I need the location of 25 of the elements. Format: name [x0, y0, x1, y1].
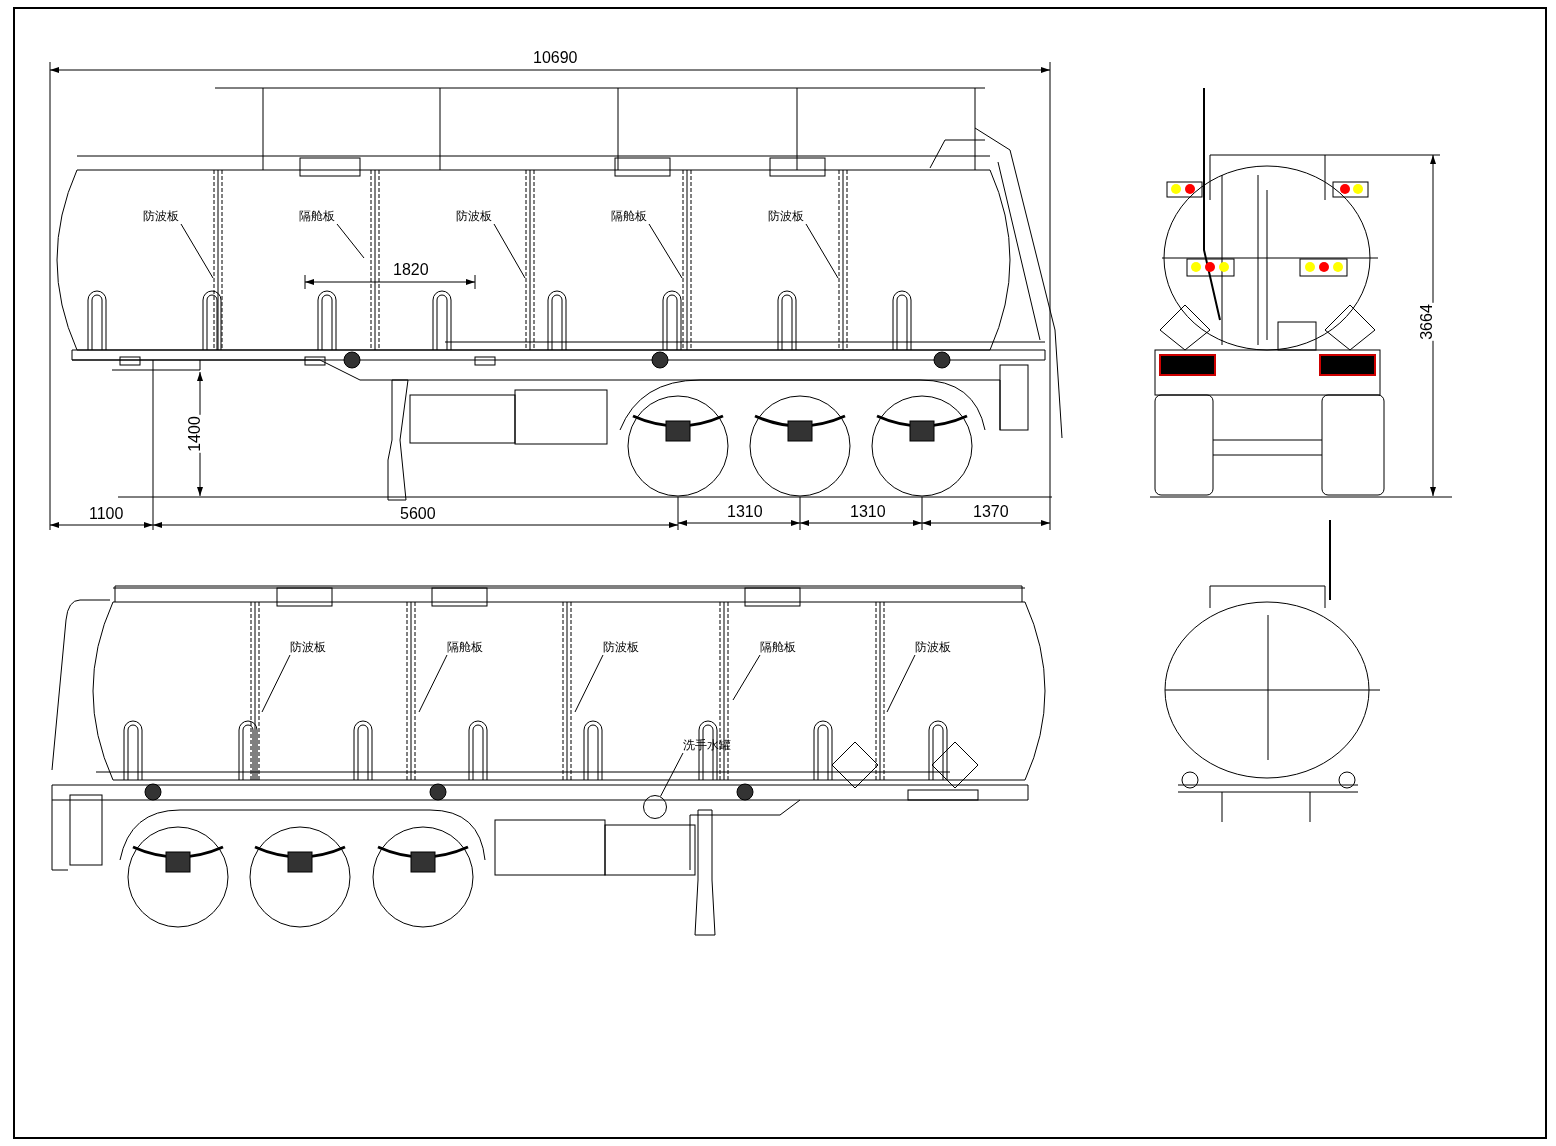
part-label: 隔舱板 [299, 209, 337, 224]
part-label: 防波板 [456, 209, 494, 224]
dimension-text: 1400 [185, 415, 204, 453]
part-label: 防波板 [603, 640, 641, 655]
leader-line [493, 223, 526, 279]
leader-line [180, 223, 214, 279]
leader-line [336, 223, 365, 259]
leader-line [574, 654, 604, 713]
leader-line [418, 654, 448, 713]
leader-line [732, 654, 761, 701]
leader-line [648, 223, 683, 279]
part-label: 洗手水罐 [683, 738, 733, 753]
leader-line [660, 752, 684, 797]
leader-line [805, 223, 839, 279]
part-label: 防波板 [290, 640, 328, 655]
part-label: 隔舱板 [611, 209, 649, 224]
water-tank-circle [643, 795, 667, 819]
part-label: 防波板 [143, 209, 181, 224]
part-label: 防波板 [915, 640, 953, 655]
part-label: 隔舱板 [760, 640, 798, 655]
part-label: 隔舱板 [447, 640, 485, 655]
leader-line [886, 654, 916, 713]
dimension-text: 3664 [1417, 303, 1436, 341]
leader-line [261, 654, 291, 713]
part-label: 防波板 [768, 209, 806, 224]
